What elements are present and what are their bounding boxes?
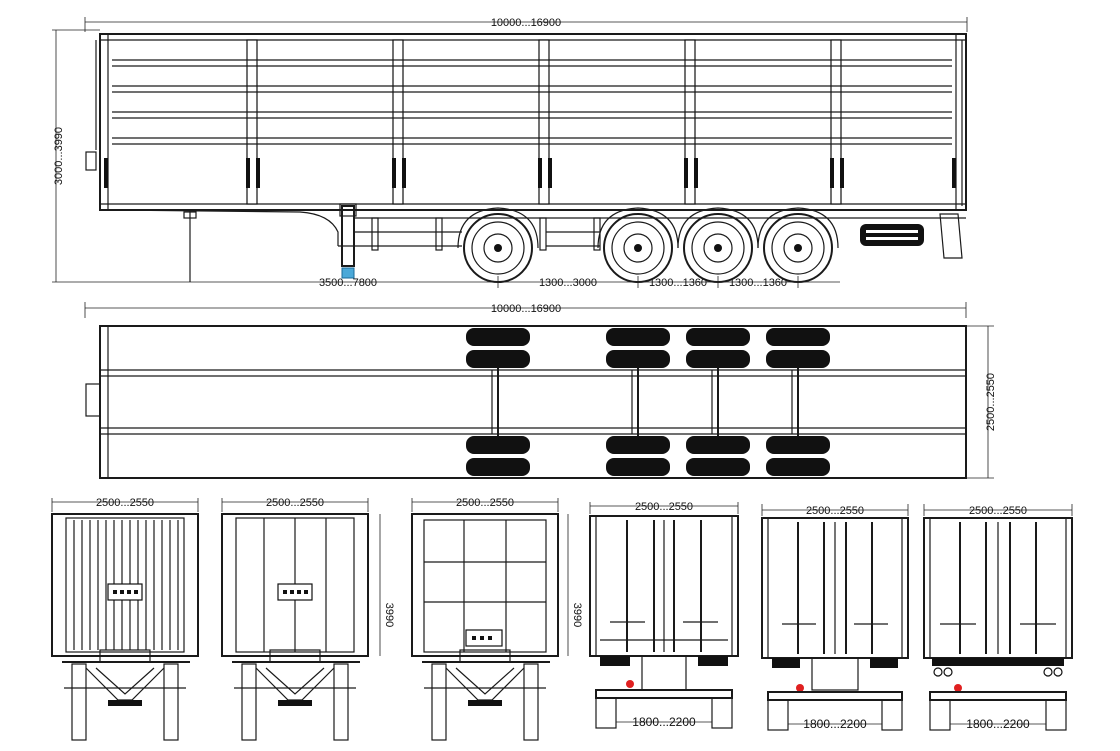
side-buckles bbox=[104, 158, 956, 188]
side-slats bbox=[112, 59, 952, 145]
rear2-track-label: 1800...2200 bbox=[803, 717, 867, 731]
front2-width-label: 2500...2550 bbox=[266, 497, 324, 509]
side-wheels bbox=[457, 207, 839, 283]
front3-width-label: 2500...2550 bbox=[456, 497, 514, 509]
side-view: 10000...16900 3000...3990 bbox=[52, 17, 968, 289]
rear-view-3: 2500...2550 1800...2200 bbox=[923, 504, 1073, 731]
side-posts bbox=[246, 39, 842, 205]
axle-spacing-2-label: 1300...1360 bbox=[729, 277, 787, 289]
front1-width-label: 2500...2550 bbox=[96, 497, 154, 509]
top-width-label: 2500...2550 bbox=[985, 373, 997, 431]
rear2-width-label: 2500...2550 bbox=[806, 505, 864, 517]
axle-gap-label: 1300...3000 bbox=[539, 277, 597, 289]
axle-spacing-1-label: 1300...1360 bbox=[649, 277, 707, 289]
rear3-width-label: 2500...2550 bbox=[969, 505, 1027, 517]
top-axles bbox=[466, 328, 830, 476]
front-view-2: 2500...2550 3990 bbox=[221, 497, 395, 741]
kingpin-label: 3500...7800 bbox=[319, 277, 377, 289]
top-view: 10000...16900 2500...2550 bbox=[84, 302, 997, 479]
rear-view-2: 2500...2550 1800...2200 bbox=[761, 504, 909, 731]
front-view-1: 2500...2550 bbox=[51, 497, 199, 741]
rear-view-1: 2500...2550 1800...2200 bbox=[589, 501, 739, 729]
top-length-label: 10000...16900 bbox=[491, 303, 561, 315]
landing-gear bbox=[339, 203, 357, 279]
rear1-track-label: 1800...2200 bbox=[632, 715, 696, 729]
rear3-track-label: 1800...2200 bbox=[966, 717, 1030, 731]
rear1-width-label: 2500...2550 bbox=[635, 501, 693, 513]
side-length-label: 10000...16900 bbox=[491, 17, 561, 29]
front2-height-label: 3990 bbox=[383, 603, 395, 627]
front-view-3: 2500...2550 3990 bbox=[411, 497, 583, 741]
front3-height-label: 3990 bbox=[571, 603, 583, 627]
side-height-label: 3000...3990 bbox=[53, 127, 65, 185]
